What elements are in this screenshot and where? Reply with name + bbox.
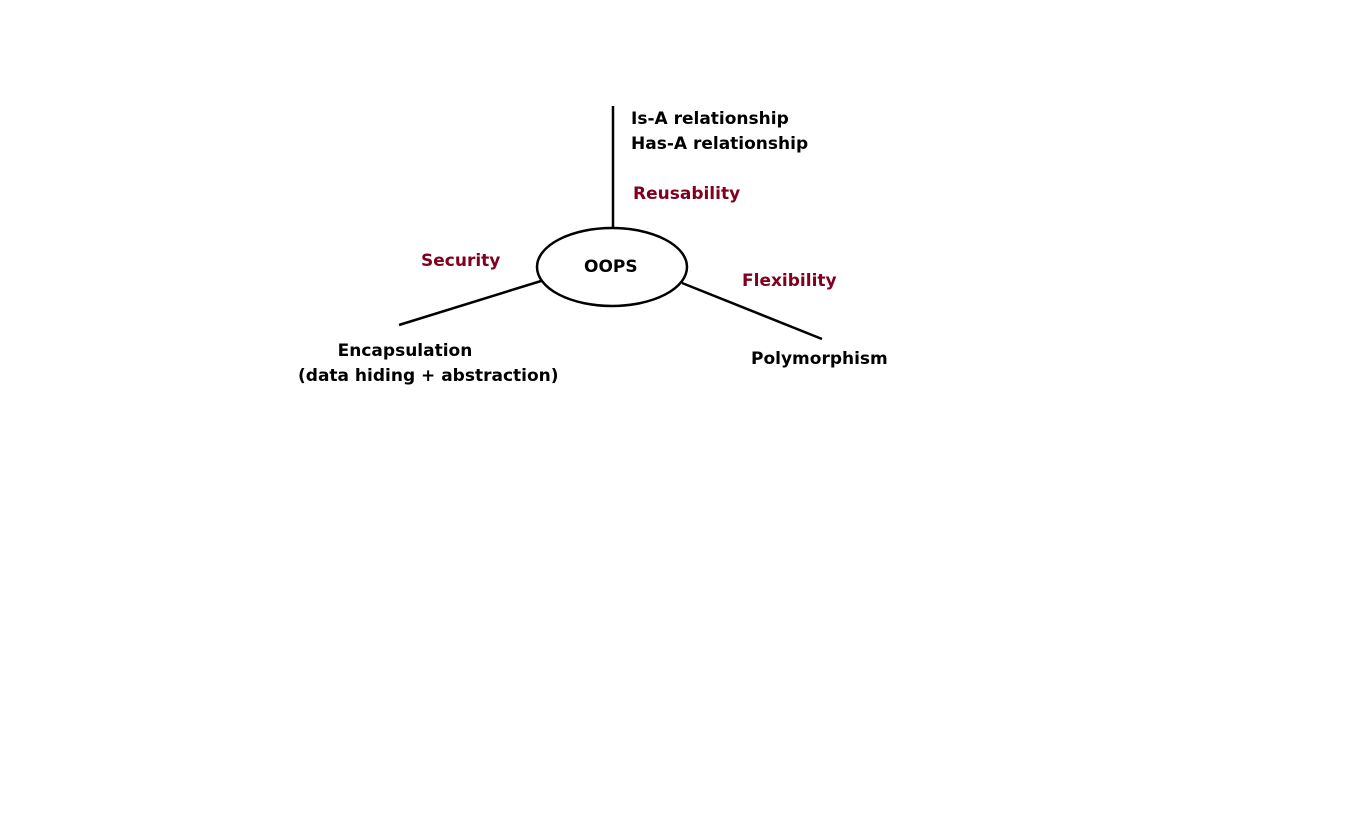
benefit-security: Security <box>421 251 501 271</box>
benefit-flexibility: Flexibility <box>742 271 837 291</box>
benefit-reusability: Reusability <box>633 184 741 204</box>
encapsulation-subtitle: (data hiding + abstraction) <box>298 366 559 386</box>
right-branch-line <box>681 281 823 341</box>
left-branch-line <box>398 279 542 327</box>
top-item-has-a: Has-A relationship <box>631 134 809 154</box>
center-ellipse <box>535 226 689 308</box>
center-label: OOPS <box>584 257 638 277</box>
encapsulation-title: Encapsulation <box>337 341 473 361</box>
top-item-is-a: Is-A relationship <box>631 109 789 129</box>
polymorphism-title: Polymorphism <box>751 349 888 369</box>
